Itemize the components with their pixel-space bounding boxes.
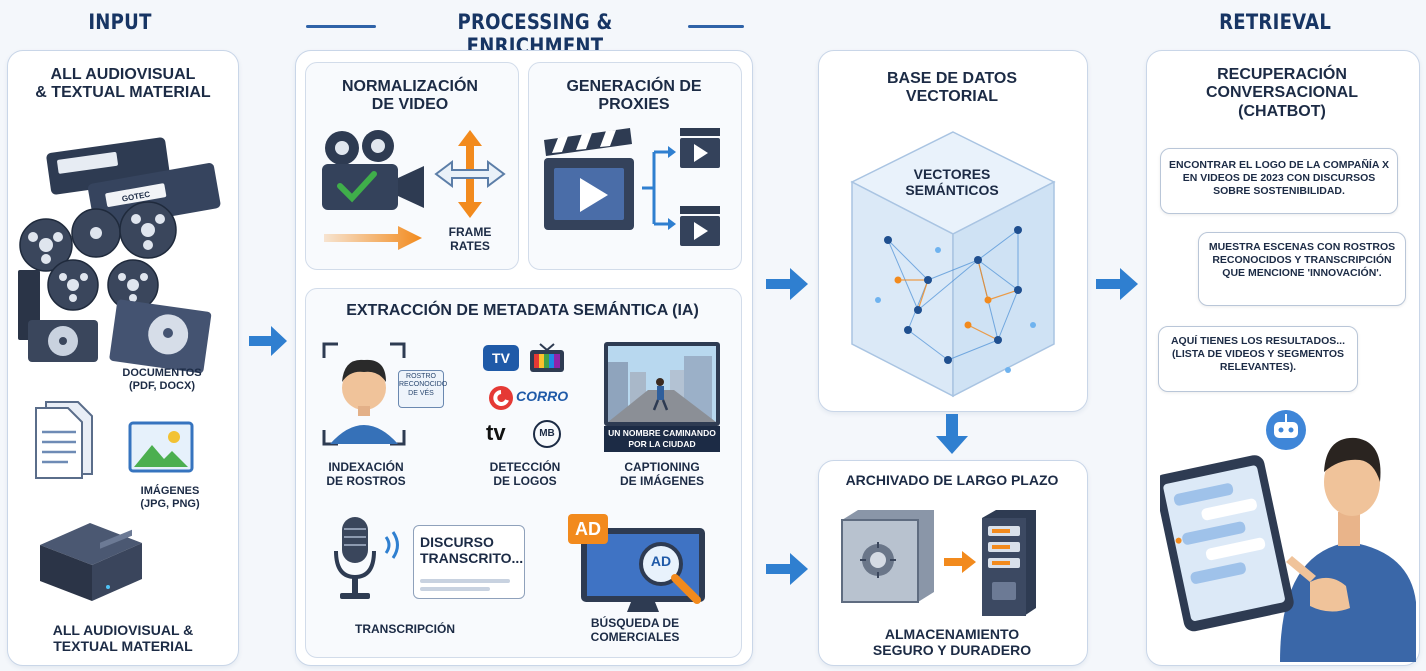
corro-logo-text: CORRO <box>516 388 569 404</box>
transcription-label: TRANSCRIPCIÓN <box>354 622 455 636</box>
documents-label: DOCUMENTOS (PDF, DOCX) <box>122 367 202 392</box>
chat-bubble-query-1: ENCONTRAR EL LOGO DE LA COMPAÑÍA X EN VI… <box>1160 148 1398 214</box>
frame-rate-arrow-icon <box>324 226 422 250</box>
normalization-title: NORMALIZACIÓN DE VIDEO <box>342 78 478 114</box>
input-footer: ALL AUDIOVISUAL & TEXTUAL MATERIAL <box>52 622 194 655</box>
input-title: ALL AUDIOVISUAL & TEXTUAL MATERIAL <box>35 66 211 102</box>
chat-bubble-response: AQUÍ TIENES LOS RESULTADOS... (LISTA DE … <box>1158 326 1358 392</box>
vector-db-title: BASE DE DATOS VECTORIAL <box>886 70 1018 106</box>
hard-drive-icon <box>28 299 212 374</box>
ad-badge: AD <box>568 514 608 544</box>
face-label: INDEXACIÓN DE ROSTROS <box>326 460 406 488</box>
resize-arrows-icon <box>434 130 506 218</box>
logos-label: DETECCIÓN DE LOGOS <box>489 460 561 488</box>
arrow-processing-to-vectordb <box>766 268 808 300</box>
arrow-storage-to-retrieval <box>1096 268 1138 300</box>
vector-cube-illustration <box>850 131 1056 398</box>
clapperboard-icon <box>544 128 720 246</box>
caption-label: CAPTIONING DE IMÁGENES <box>619 460 704 488</box>
face-recognition-icon <box>322 342 406 446</box>
vectors-label: VECTORES SEMÁNTICOS <box>905 166 999 199</box>
images-label: IMÁGENES (JPG, PNG) <box>140 485 200 510</box>
logo-tv-a: TV <box>483 345 519 371</box>
header-retrieval: RETRIEVAL <box>1219 10 1332 34</box>
vhs-tape-icon: GOTEC <box>46 137 221 229</box>
header-input: INPUT <box>88 10 152 34</box>
retrieval-title: RECUPERACIÓN CONVERSACIONAL (CHATBOT) <box>1205 66 1358 120</box>
archive-title: ARCHIVADO DE LARGO PLAZO <box>845 472 1059 488</box>
server-rack-icon <box>982 510 1036 616</box>
arrow-input-to-processing <box>249 326 287 356</box>
face-tag: ROSTRO RECONOCIDO DE VÉS <box>398 370 447 408</box>
arrow-processing-to-archive <box>766 553 808 585</box>
server-box-icon <box>40 523 142 601</box>
orange-arrow-icon <box>944 551 976 573</box>
arrow-vectordb-to-archive <box>936 414 968 454</box>
small-clapper-icon <box>680 128 720 246</box>
header-rule-right <box>688 25 744 28</box>
safe-icon <box>841 510 934 603</box>
city-scene-illustration <box>604 342 720 426</box>
transcript-lines-icon <box>420 579 510 591</box>
archive-label: ALMACENAMIENTO SEGURO Y DURADERO <box>872 626 1032 659</box>
caption-text: UN NOMBRE CAMINANDO POR LA CIUDAD <box>604 426 720 452</box>
metadata-title: EXTRACCIÓN DE METADATA SEMÁNTICA (IA) <box>346 302 699 319</box>
retro-tv-logo-icon <box>530 343 564 372</box>
chat-bubble-query-2: MUESTRA ESCENAS CON ROSTROS RECONOCIDOS … <box>1198 232 1406 306</box>
frame-rates-label: FRAME RATES <box>448 225 492 253</box>
corro-logo-icon <box>489 386 513 410</box>
monitor-icon <box>581 528 705 612</box>
person-with-tablet-illustration <box>1160 410 1416 662</box>
transcript-box <box>413 525 525 599</box>
transcript-text: DISCURSO TRANSCRITO... <box>420 534 524 567</box>
header-rule-left <box>306 25 376 28</box>
header-processing: PROCESSING & ENRICHMENT <box>457 10 613 58</box>
image-icon <box>128 421 194 473</box>
chatbot-icon <box>1266 410 1306 450</box>
document-icon <box>35 401 93 479</box>
proxies-title: GENERACIÓN DE PROXIES <box>566 78 702 114</box>
microphone-icon <box>334 517 399 599</box>
ad-screen-label: AD <box>650 553 672 569</box>
logo-mb: MB <box>533 420 561 448</box>
ad-search-label: BÚSQUEDA DE COMERCIALES <box>590 616 680 644</box>
logo-tv-b: tv <box>486 420 506 445</box>
video-camera-icon <box>322 130 424 210</box>
media-collection-illustration: GOTEC <box>18 137 221 374</box>
